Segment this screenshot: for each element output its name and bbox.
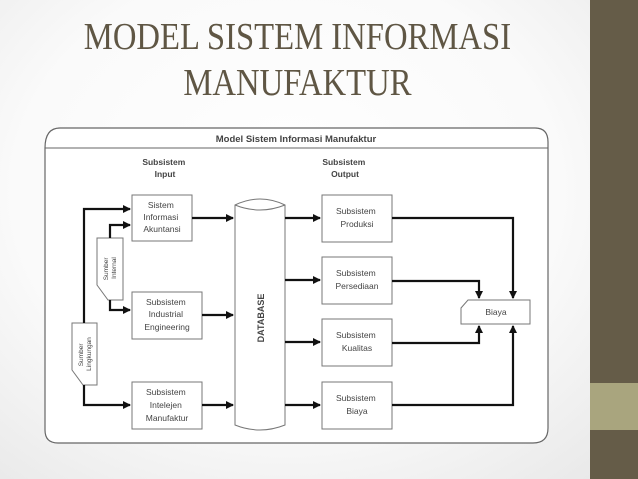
- input-box-akuntansi: Sistem Informasi Akuntansi: [131, 194, 193, 242]
- svg-text:Subsistem Biaya: Subsistem Biaya: [336, 393, 378, 416]
- slide-title-line-2: MANUFAKTUR: [183, 62, 412, 104]
- biaya-sink: Biaya: [460, 299, 531, 325]
- arrow-lingkungan-to-intelejen: [82, 385, 131, 409]
- box-line: Kualitas: [342, 343, 372, 353]
- source-lingkungan: Sumber Lingkungan: [71, 322, 98, 386]
- biaya-sink-label: Biaya: [485, 307, 507, 317]
- svg-text:Sistem Informasi A: Sistem Informasi Akuntansi: [143, 200, 180, 234]
- svg-text:Subsistem Industrial: Subsistem Industrial Engineering: [144, 297, 190, 332]
- box-line: Subsistem: [336, 206, 376, 216]
- box-line: Engineering: [144, 322, 190, 332]
- box-line: Subsistem: [336, 393, 376, 403]
- box-line: Akuntansi: [143, 224, 180, 234]
- connectors: [82, 205, 517, 409]
- box-line: Subsistem: [336, 268, 376, 278]
- output-header-line: Output: [331, 169, 359, 179]
- svg-text:Subsistem Produksi: Subsistem Produksi: [336, 206, 378, 229]
- input-box-intelejen-manufaktur: Subsistem Intelejen Manufaktur: [131, 381, 203, 430]
- box-line: Biaya: [346, 406, 368, 416]
- box-line: Informasi: [143, 212, 178, 222]
- frame-title: Model Sistem Informasi Manufaktur: [216, 134, 377, 145]
- svg-text:Sumber Lingkungan: Sumber Lingkungan: [78, 337, 93, 371]
- output-header: Subsistem Output: [322, 157, 367, 179]
- box-line: Subsistem: [146, 297, 186, 307]
- arrow-lingkungan-to-akuntansi: [82, 205, 131, 323]
- arrow-internal-to-industrial: [108, 300, 131, 314]
- svg-text:Subsistem Intelejen: Subsistem Intelejen Manufaktur: [146, 387, 189, 423]
- arrow-internal-to-akuntansi: [108, 221, 131, 238]
- svg-text:Subsistem Persediaan: Subsistem Persediaan: [335, 268, 378, 291]
- output-box-persediaan: Subsistem Persediaan: [321, 256, 393, 305]
- database-label: DATABASE: [256, 294, 266, 343]
- box-line: Persediaan: [335, 281, 378, 291]
- box-line: Intelejen: [150, 400, 182, 410]
- decorative-sidebar-band: [590, 383, 638, 430]
- input-header-line: Input: [155, 169, 176, 179]
- arrow-persediaan-to-sink: [392, 279, 483, 299]
- input-box-industrial-engineering: Subsistem Industrial Engineering: [131, 291, 203, 340]
- source-line: Sumber: [103, 257, 110, 281]
- output-header-line: Subsistem: [322, 157, 365, 167]
- svg-text:Subsistem Kualitas: Subsistem Kualitas: [336, 330, 378, 353]
- arrow-kualitas-to-sink: [392, 325, 483, 345]
- box-line: Produksi: [340, 219, 373, 229]
- source-line: Lingkungan: [86, 337, 93, 371]
- output-box-biaya: Subsistem Biaya: [321, 381, 393, 430]
- slide-title: MODEL SISTEM INFORMASI MANUFAKTUR: [42, 14, 554, 106]
- box-line: Subsistem: [336, 330, 376, 340]
- source-internal: Sumber Internal: [96, 237, 124, 301]
- output-box-produksi: Subsistem Produksi: [321, 194, 393, 243]
- database-cylinder: DATABASE: [234, 198, 286, 431]
- box-line: Subsistem: [146, 387, 186, 397]
- output-box-kualitas: Subsistem Kualitas: [321, 318, 393, 367]
- box-line: Sistem: [148, 200, 174, 210]
- source-line: Sumber: [78, 343, 85, 367]
- svg-text:Sumber Internal: Sumber Internal: [103, 256, 118, 281]
- source-line: Internal: [111, 257, 118, 279]
- input-header-line: Subsistem: [142, 157, 185, 167]
- arrow-produksi-to-sink: [392, 216, 517, 299]
- box-line: Manufaktur: [146, 413, 189, 423]
- input-header: Subsistem Input: [142, 157, 187, 179]
- arrow-biaya-output-to-sink: [392, 325, 517, 407]
- box-line: Industrial: [149, 309, 184, 319]
- slide-title-line-1: MODEL SISTEM INFORMASI: [83, 16, 512, 58]
